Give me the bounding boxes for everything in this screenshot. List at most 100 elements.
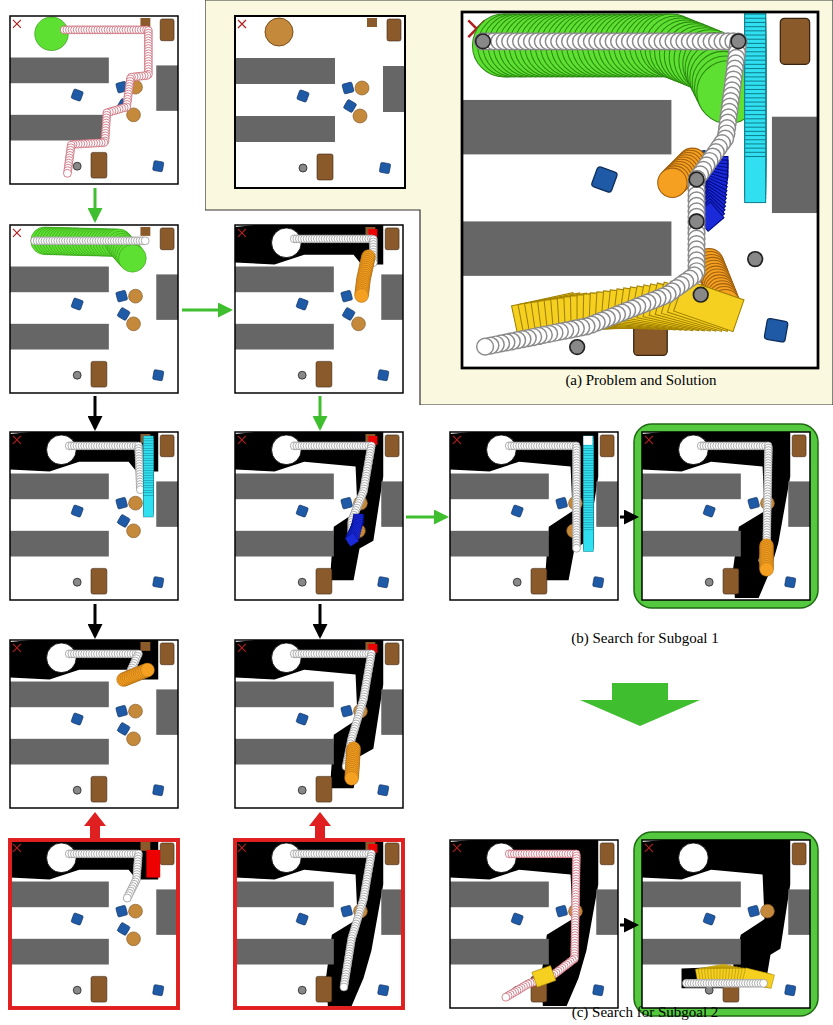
- moved-table: [679, 435, 709, 465]
- swept-disc: [560, 963, 568, 971]
- swept-disc: [507, 33, 524, 50]
- sofa: [634, 301, 668, 355]
- sofa: [316, 361, 332, 387]
- swept-disc: [360, 257, 374, 271]
- swept-disc: [128, 237, 136, 245]
- sofa: [317, 154, 333, 180]
- swept-disc: [79, 140, 87, 148]
- swept-disc: [104, 650, 112, 658]
- swept-disc: [290, 442, 298, 450]
- swept-disc: [639, 294, 656, 311]
- robot-icon: [513, 578, 521, 586]
- swept-disc: [727, 55, 744, 72]
- swept-disc: [528, 850, 536, 858]
- swept-disc: [78, 26, 86, 34]
- wall: [235, 739, 334, 765]
- wall: [642, 939, 741, 965]
- chair: [153, 160, 164, 171]
- swept-disc: [339, 850, 347, 858]
- swept-block: [583, 508, 593, 530]
- swept-disc: [650, 18, 713, 81]
- goal-marker: [238, 644, 246, 652]
- backtrack-arrow: [84, 812, 106, 838]
- swept-disc: [571, 952, 579, 960]
- swept-disc: [744, 442, 752, 450]
- map-background: [235, 432, 403, 600]
- swept-disc: [688, 214, 705, 231]
- swept-disc: [362, 883, 370, 891]
- swept-disc: [303, 850, 311, 858]
- swept-disc: [730, 33, 747, 50]
- swept-disc: [131, 237, 139, 245]
- goal-marker: [13, 844, 21, 852]
- swept-disc: [726, 66, 743, 83]
- sofa: [385, 843, 399, 865]
- swept-disc: [346, 742, 354, 750]
- swept-disc: [763, 508, 771, 516]
- round-table: [127, 317, 141, 331]
- swept-disc: [133, 865, 141, 873]
- sofa: [316, 776, 332, 802]
- swept-disc: [359, 261, 373, 275]
- swept-block: [697, 189, 726, 218]
- swept-disc: [764, 470, 772, 478]
- swept-disc: [337, 650, 345, 658]
- swept-disc: [692, 33, 709, 50]
- swept-disc: [697, 61, 760, 124]
- swept-block: [345, 533, 359, 547]
- swept-disc: [688, 198, 705, 215]
- swept-disc: [109, 26, 117, 34]
- swept-disc: [541, 14, 604, 77]
- swept-disc: [65, 159, 73, 167]
- swept-disc: [102, 124, 110, 132]
- swept-disc: [311, 442, 319, 450]
- swept-disc: [128, 885, 136, 893]
- swept-disc: [134, 853, 142, 861]
- swept-disc: [544, 442, 552, 450]
- swept-block: [143, 456, 153, 478]
- swept-block: [745, 156, 766, 202]
- swept-disc: [321, 442, 329, 450]
- swept-disc: [136, 468, 144, 476]
- sofa: [723, 976, 739, 1002]
- swept-disc: [301, 442, 309, 450]
- swept-disc: [531, 442, 539, 450]
- swept-disc: [43, 227, 71, 255]
- swept-disc: [326, 850, 334, 858]
- swept-disc: [72, 140, 80, 148]
- swept-disc: [311, 235, 319, 243]
- swept-disc: [541, 975, 549, 983]
- swept-block: [583, 530, 593, 552]
- swept-disc: [747, 979, 755, 987]
- swept-disc: [359, 263, 373, 277]
- swept-disc: [366, 860, 374, 868]
- swept-disc: [760, 555, 774, 569]
- swept-disc: [346, 945, 354, 953]
- swept-disc: [764, 457, 772, 465]
- swept-disc: [572, 873, 580, 881]
- chair: [116, 290, 128, 302]
- swept-disc: [114, 650, 122, 658]
- swept-disc: [360, 693, 368, 701]
- swept-disc: [369, 256, 377, 264]
- swept-block: [704, 164, 728, 188]
- robot-icon: [73, 371, 81, 379]
- swept-disc: [762, 547, 770, 555]
- swept-disc: [536, 850, 544, 858]
- swept-block: [583, 463, 593, 485]
- swept-disc: [662, 164, 691, 193]
- swept-disc: [764, 447, 772, 455]
- swept-disc: [91, 850, 99, 858]
- swept-disc: [133, 73, 141, 81]
- swept-disc: [136, 473, 144, 481]
- swept-disc: [688, 208, 705, 225]
- sofa: [723, 568, 739, 594]
- swept-disc: [346, 748, 360, 762]
- swept-block: [745, 152, 766, 198]
- swept-disc: [535, 14, 598, 77]
- swept-disc: [65, 442, 73, 450]
- swept-block: [143, 488, 153, 510]
- map-background: [10, 432, 178, 600]
- swept-block: [745, 98, 766, 144]
- wall: [10, 115, 109, 141]
